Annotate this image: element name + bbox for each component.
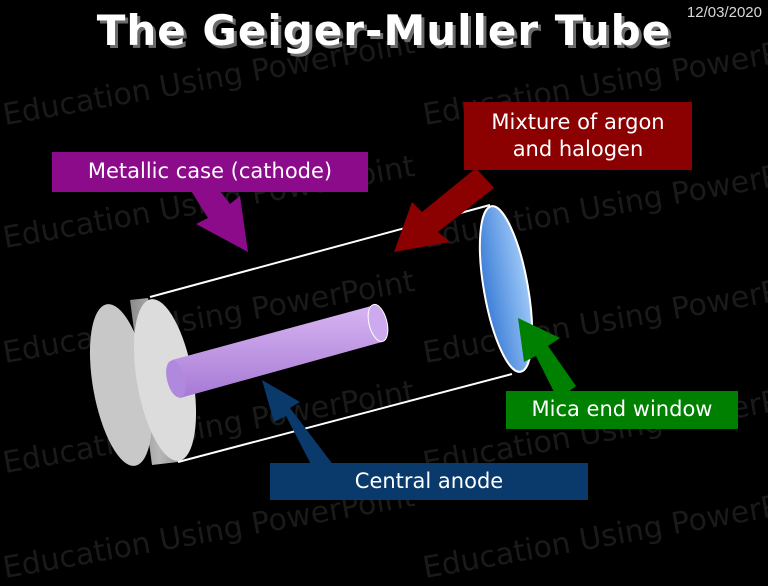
arrow-to-anode: [262, 380, 334, 478]
label-mica-window: Mica end window: [506, 391, 738, 429]
mica-window: [478, 205, 534, 373]
arrow-to-gas: [394, 168, 494, 252]
anode-rod: [172, 305, 382, 398]
anode-rod-base: [166, 360, 186, 398]
anode-rod-tip: [367, 303, 389, 343]
label-metallic-case-text: Metallic case (cathode): [87, 159, 333, 184]
label-gas-line2: and halogen: [512, 137, 644, 161]
label-gas-line1: Mixture of argon: [491, 109, 665, 134]
end-cap-rim: [133, 299, 197, 461]
slide-date: 12/03/2020: [686, 4, 762, 21]
label-central-anode-text: Central anode: [354, 468, 504, 493]
label-gas-mixture: Mixture of argon and halogen: [464, 102, 692, 170]
label-central-anode: Central anode: [270, 463, 588, 500]
label-metallic-case: Metallic case (cathode): [52, 152, 368, 192]
tube-bottom-edge: [177, 373, 513, 463]
arrow-to-mica: [518, 318, 576, 400]
label-mica-window-text: Mica end window: [531, 397, 713, 422]
slide-title: The Geiger-Muller Tube: [96, 6, 672, 55]
